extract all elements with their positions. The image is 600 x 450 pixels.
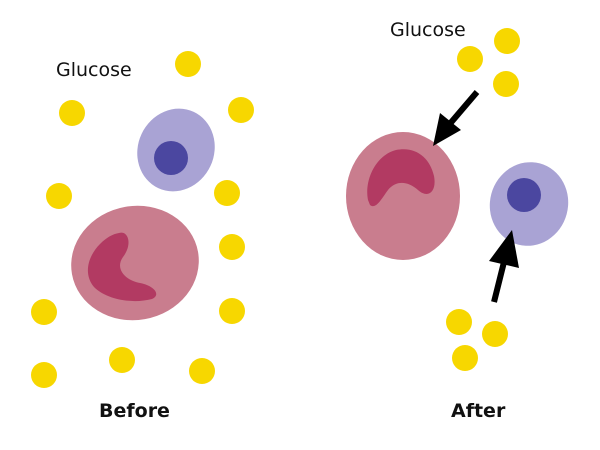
arrow-into-white-cell bbox=[489, 230, 519, 303]
glucose-molecule bbox=[175, 51, 201, 77]
glucose-molecule bbox=[59, 100, 85, 126]
red-cell-body bbox=[346, 132, 460, 260]
caption-after: After bbox=[451, 400, 506, 422]
arrow-head bbox=[489, 230, 519, 268]
red-cell-nucleus bbox=[87, 232, 157, 302]
glucose-molecule bbox=[493, 71, 519, 97]
white-blood-cell bbox=[137, 108, 215, 192]
white-blood-cell bbox=[489, 162, 569, 246]
glucose-molecule bbox=[482, 321, 508, 347]
glucose-molecule bbox=[214, 180, 240, 206]
arrow-head bbox=[433, 113, 461, 146]
glucose-molecule bbox=[219, 298, 245, 324]
glucose-molecule bbox=[31, 299, 57, 325]
red-cell-body bbox=[71, 205, 199, 321]
glucose-molecule bbox=[31, 362, 57, 388]
glucose-molecule bbox=[219, 234, 245, 260]
arrow-shaft bbox=[445, 90, 480, 128]
glucose-molecule bbox=[457, 46, 483, 72]
glucose-label-after: Glucose bbox=[390, 19, 466, 41]
arrow-into-red-cell bbox=[433, 90, 480, 146]
glucose-molecule bbox=[452, 345, 478, 371]
red-blood-cell bbox=[71, 205, 199, 321]
red-cell-nucleus bbox=[367, 149, 435, 207]
red-blood-cell bbox=[346, 132, 460, 260]
glucose-molecule bbox=[46, 183, 72, 209]
glucose-molecule bbox=[494, 28, 520, 54]
glucose-molecule bbox=[109, 347, 135, 373]
glucose-label-before: Glucose bbox=[56, 59, 132, 81]
white-cell-nucleus bbox=[154, 141, 188, 175]
arrow-shaft bbox=[491, 257, 508, 303]
white-cell-nucleus bbox=[507, 178, 541, 212]
caption-before: Before bbox=[99, 400, 170, 422]
after-panel bbox=[346, 28, 569, 371]
glucose-molecule bbox=[446, 309, 472, 335]
glucose-molecule bbox=[189, 358, 215, 384]
glucose-molecule bbox=[228, 97, 254, 123]
before-panel bbox=[31, 51, 254, 388]
